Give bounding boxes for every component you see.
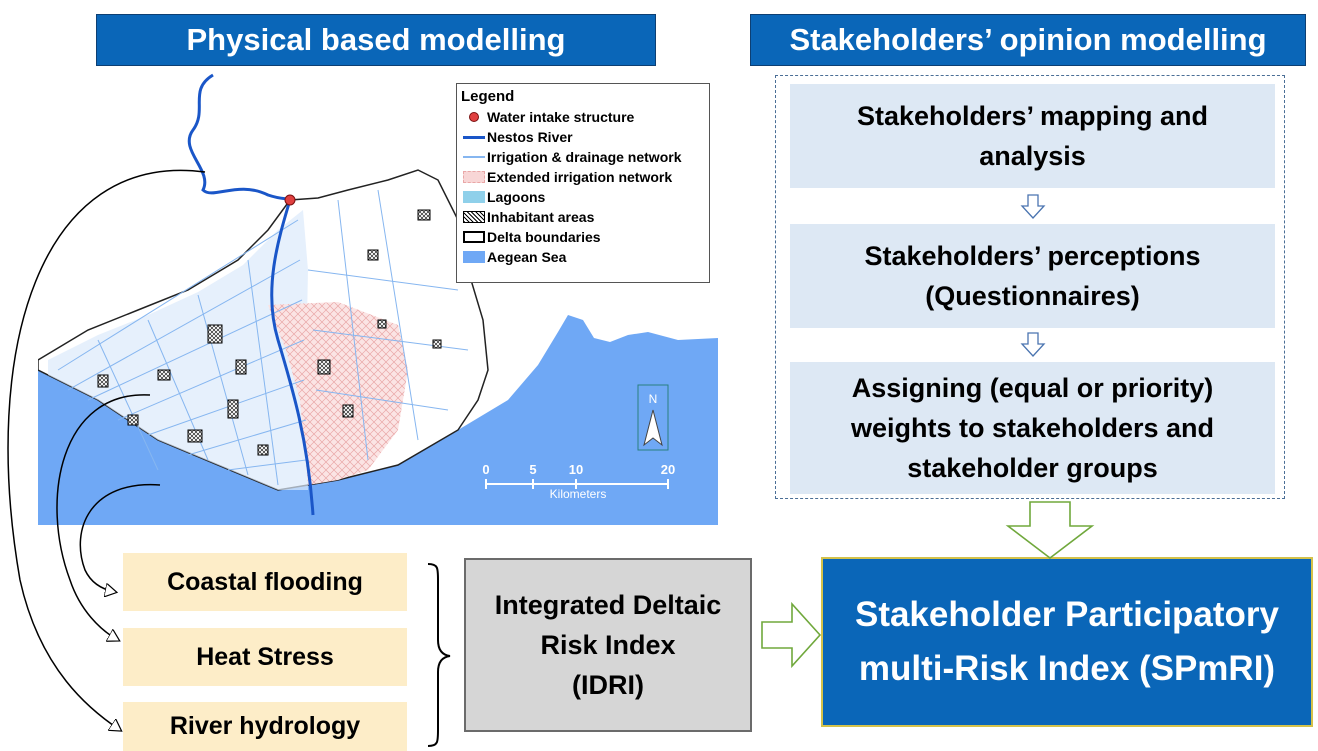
spmri-line-1: Stakeholder Participatory	[854, 595, 1280, 634]
legend-title: Legend	[461, 88, 515, 105]
idri-line-2: Risk Index	[540, 630, 676, 660]
lagoon-swatch-icon	[461, 190, 487, 204]
legend-item: Lagoons	[461, 187, 705, 207]
scale-tick-10: 10	[569, 462, 583, 477]
map-to-risk-arrows	[7, 169, 206, 750]
legend-label: Lagoons	[487, 189, 546, 205]
legend-item: Irrigation & drainage network	[461, 147, 705, 167]
legend-label: Nestos River	[487, 129, 573, 145]
crosshatch-swatch-icon	[461, 210, 487, 224]
physical-modelling-header: Physical based modelling	[96, 14, 656, 66]
pink-hatch-icon	[461, 170, 487, 184]
boundary-swatch-icon	[461, 230, 487, 244]
inhabitant-areas	[97, 209, 442, 456]
sea-swatch-icon	[461, 250, 487, 264]
step-line: stakeholder groups	[907, 453, 1158, 483]
arrow-heat-stress	[56, 394, 151, 640]
step-assigning-weights: Assigning (equal or priority) weights to…	[790, 362, 1275, 494]
physical-modelling-title: Physical based modelling	[186, 22, 566, 57]
idri-to-spmri-arrow	[761, 601, 822, 669]
legend-item: Aegean Sea	[461, 247, 705, 267]
legend-item: Delta boundaries	[461, 227, 705, 247]
spmri-box: Stakeholder Participatory multi-Risk Ind…	[821, 557, 1313, 727]
scale-tick-5: 5	[529, 462, 536, 477]
legend-label: Water intake structure	[487, 109, 635, 125]
river-line-icon	[461, 130, 487, 144]
legend-label: Irrigation & drainage network	[487, 149, 682, 165]
legend-item: Inhabitant areas	[461, 207, 705, 227]
step-line: weights to stakeholders and	[850, 413, 1215, 443]
north-arrow: N	[637, 384, 669, 451]
step-down-arrow-1	[1020, 194, 1046, 219]
arrow-river-hydrology	[7, 169, 206, 730]
stakeholder-modelling-title: Stakeholders’ opinion modelling	[789, 22, 1267, 57]
risk-label: Coastal flooding	[167, 567, 363, 596]
stakeholder-modelling-header: Stakeholders’ opinion modelling	[750, 14, 1306, 66]
network-line-icon	[461, 150, 487, 164]
legend-item: Nestos River	[461, 127, 705, 147]
stakeholder-process-container	[775, 75, 1285, 499]
weights-to-spmri-arrow	[1005, 501, 1095, 560]
legend-item: Extended irrigation network	[461, 167, 705, 187]
risk-river-hydrology: River hydrology	[123, 702, 407, 751]
arrow-coastal-flooding	[79, 484, 161, 592]
nestos-delta-map: N 0 5 10 20 Kilometers	[38, 73, 718, 525]
irrigation-network-lines	[57, 189, 469, 486]
step-down-arrow-2	[1020, 332, 1046, 357]
step-line: (Questionnaires)	[925, 281, 1140, 311]
step-line: Stakeholders’ perceptions	[864, 241, 1201, 271]
step-line: analysis	[979, 141, 1086, 171]
nestos-river	[187, 73, 315, 516]
water-intake-structure	[284, 194, 296, 206]
scale-tick-20: 20	[661, 462, 675, 477]
scale-tick-0: 0	[482, 462, 489, 477]
spmri-line-2: multi-Risk Index (SPmRI)	[858, 649, 1276, 688]
legend-item: Water intake structure	[461, 107, 705, 127]
risk-heat-stress: Heat Stress	[123, 628, 407, 686]
legend-label: Aegean Sea	[487, 249, 567, 265]
irrigation-area	[48, 210, 308, 490]
legend-label: Delta boundaries	[487, 229, 601, 245]
step-mapping-analysis: Stakeholders’ mapping and analysis	[790, 84, 1275, 188]
risk-label: River hydrology	[169, 712, 361, 740]
idri-box: Integrated Deltaic Risk Index (IDRI)	[464, 558, 752, 732]
legend-label: Extended irrigation network	[487, 169, 673, 185]
step-line: Stakeholders’ mapping and	[856, 101, 1209, 131]
step-perceptions: Stakeholders’ perceptions (Questionnaire…	[790, 224, 1275, 328]
aegean-sea	[38, 315, 718, 525]
legend-label: Inhabitant areas	[487, 209, 595, 225]
risk-coastal-flooding: Coastal flooding	[123, 553, 407, 611]
risk-brace	[427, 563, 451, 747]
north-letter: N	[649, 392, 658, 406]
scale-unit: Kilometers	[550, 487, 607, 501]
scale-bar: 0 5 10 20 Kilometers	[482, 462, 675, 501]
intake-icon	[461, 110, 487, 124]
step-line: Assigning (equal or priority)	[851, 373, 1214, 403]
map-legend: Legend Water intake structure Nestos Riv…	[456, 83, 710, 283]
idri-line-1: Integrated Deltaic	[494, 590, 722, 620]
idri-line-3: (IDRI)	[572, 670, 644, 700]
risk-label: Heat Stress	[196, 642, 334, 671]
